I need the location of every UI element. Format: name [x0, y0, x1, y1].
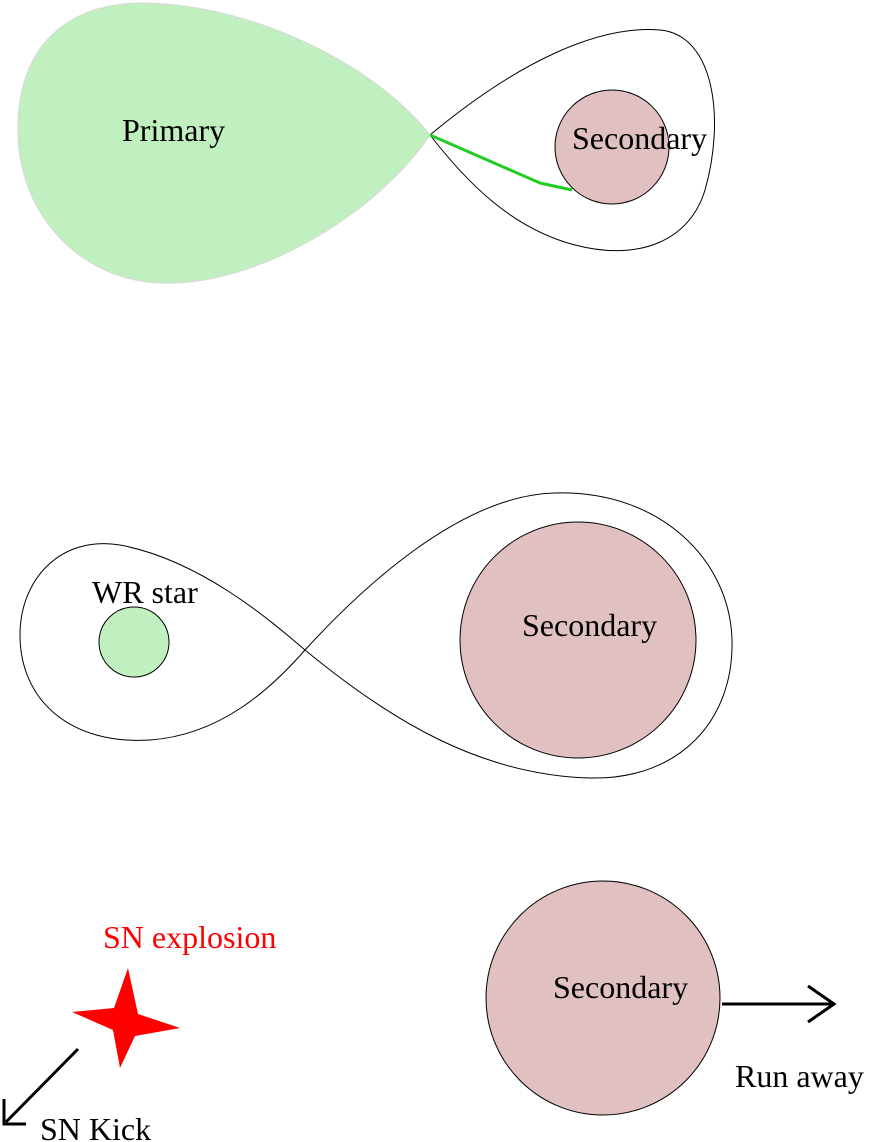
arrow-down-left-icon — [2, 1047, 80, 1126]
wr-star — [98, 606, 170, 678]
stage-wr-star-binary: WR star Secondary — [19, 492, 733, 779]
secondary-star — [459, 521, 697, 759]
mass-transfer-stream — [429, 133, 573, 192]
stage-supernova-runaway: SN explosion SN Kick Secondary Run away — [2, 880, 864, 1142]
primary-star-filled-lobe — [17, 2, 431, 284]
secondary-roche-lobe — [429, 29, 715, 252]
primary-label: Primary — [122, 112, 225, 148]
secondary-star — [554, 89, 670, 205]
sn-explosion-label: SN explosion — [103, 919, 276, 955]
roche-lobes-figure-eight — [19, 492, 733, 779]
secondary-label: Secondary — [522, 607, 657, 643]
arrow-right-icon — [722, 984, 837, 1024]
sn-kick-label: SN Kick — [40, 1111, 151, 1142]
secondary-label: Secondary — [553, 969, 688, 1005]
wr-star-label: WR star — [92, 574, 198, 610]
run-away-label: Run away — [735, 1058, 864, 1094]
stage-roche-lobe-overflow: Primary Secondary — [17, 2, 715, 284]
four-point-star-icon — [72, 968, 180, 1068]
secondary-star — [485, 880, 721, 1116]
secondary-label: Secondary — [572, 120, 707, 156]
